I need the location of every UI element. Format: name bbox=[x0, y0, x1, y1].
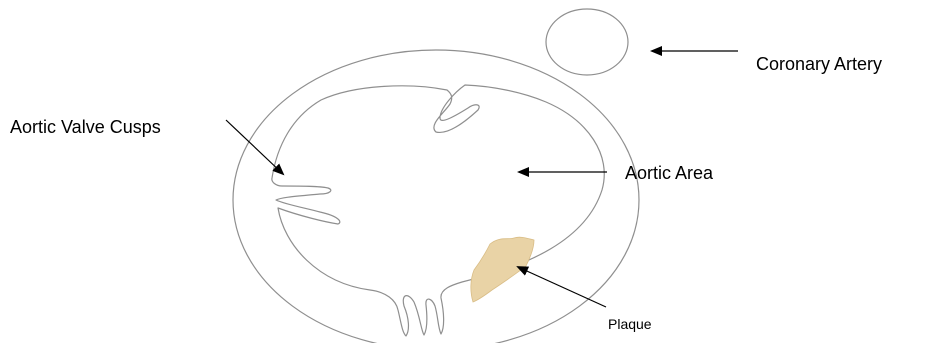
plaque-arrow bbox=[518, 267, 606, 307]
aortic-valve-cusps-label: Aortic Valve Cusps bbox=[10, 117, 161, 137]
aortic-lumen-with-cusps bbox=[272, 85, 604, 336]
coronary-artery-label: Coronary Artery bbox=[756, 54, 882, 74]
aortic-valve-cusps-arrow bbox=[226, 120, 283, 174]
aortic-area-label: Aortic Area bbox=[625, 163, 714, 183]
coronary-artery-shape bbox=[546, 9, 628, 75]
plaque-label: Plaque bbox=[608, 316, 652, 332]
